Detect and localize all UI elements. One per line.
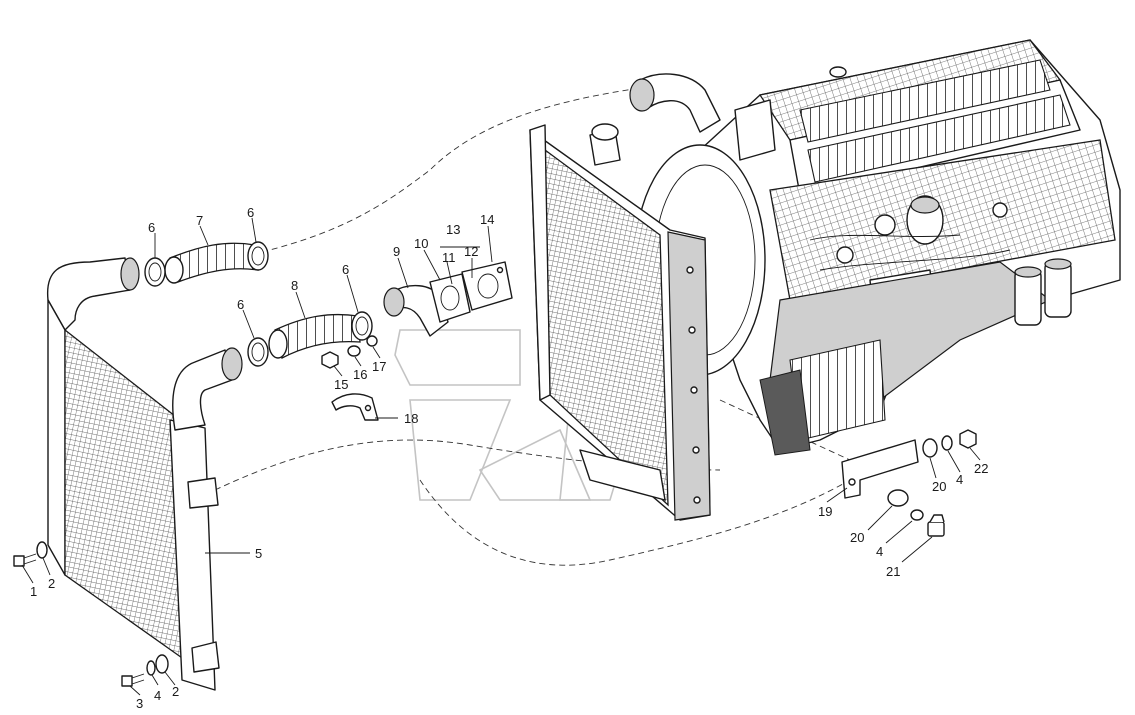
callout-6-upper-left: 6 [148, 220, 155, 235]
clamp-6-left-upper [144, 257, 166, 287]
callout-4-lower: 4 [876, 544, 883, 559]
callout-4-lower-left: 4 [154, 688, 161, 703]
callout-2-lower: 2 [172, 684, 179, 699]
callout-3: 3 [136, 696, 143, 711]
callout-12: 12 [464, 244, 478, 259]
bolt-3 [121, 673, 145, 687]
flange-14 [461, 261, 513, 311]
callout-15: 15 [334, 377, 348, 392]
callout-13: 13 [446, 222, 460, 237]
callout-5: 5 [255, 546, 262, 561]
washer-17 [366, 335, 378, 347]
callout-22: 22 [974, 461, 988, 476]
callout-20-lower: 20 [850, 530, 864, 545]
washer-2-lower [155, 654, 169, 674]
bracket-19 [841, 439, 919, 499]
washer-2-upper [36, 541, 48, 559]
lower-hose-8 [268, 313, 361, 359]
callout-10: 10 [414, 236, 428, 251]
callout-11: 11 [442, 250, 456, 265]
washer-20-lower [887, 489, 909, 507]
nut-15 [321, 351, 339, 369]
callout-21: 21 [886, 564, 900, 579]
callout-14: 14 [480, 212, 494, 227]
callout-8: 8 [291, 278, 298, 293]
bolt-1 [13, 553, 37, 567]
callout-16: 16 [353, 367, 367, 382]
callout-6-lower-right: 6 [342, 262, 349, 277]
clamp-6-right-upper [247, 241, 269, 271]
washer-4-upper [941, 435, 953, 451]
callout-1: 1 [30, 584, 37, 599]
callout-17: 17 [372, 359, 386, 374]
clamp-6-right-lower [351, 311, 373, 341]
washer-4-lower-left [146, 660, 156, 676]
upper-hose-7 [164, 242, 259, 284]
callout-6-lower-left: 6 [237, 297, 244, 312]
callout-19: 19 [818, 504, 832, 519]
charge-air-cooler [46, 257, 250, 691]
bolt-21 [927, 514, 945, 537]
callout-6-upper-right: 6 [247, 205, 254, 220]
washer-16 [347, 345, 361, 357]
callout-9: 9 [393, 244, 400, 259]
callouts: 1 2 3 4 2 5 6 7 6 6 8 6 9 10 11 12 13 14… [30, 205, 988, 711]
callout-2-upper: 2 [48, 576, 55, 591]
callout-18: 18 [404, 411, 418, 426]
radiator [529, 123, 711, 521]
washer-4-lower [910, 509, 924, 521]
washer-20-upper [922, 438, 938, 458]
nut-22 [959, 429, 977, 449]
callout-4-upper: 4 [956, 472, 963, 487]
callout-20-upper: 20 [932, 479, 946, 494]
callout-7: 7 [196, 213, 203, 228]
clamp-6-left-lower [247, 337, 269, 367]
gasket-10 [429, 273, 471, 323]
bracket-15-18 [331, 393, 379, 421]
leader-lines [21, 217, 981, 696]
